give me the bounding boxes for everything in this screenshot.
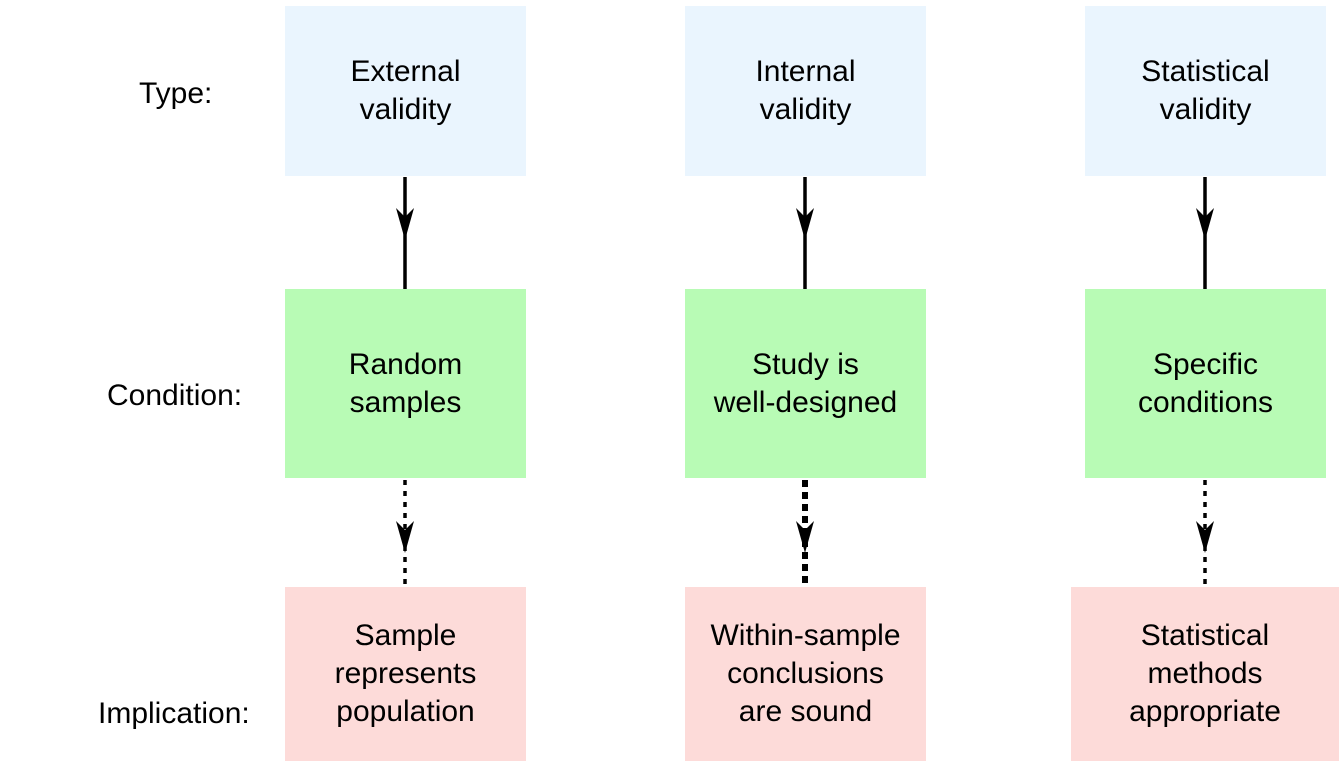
arrowhead-icon <box>396 521 414 553</box>
box-line: are sound <box>738 695 873 728</box>
box-line: conditions <box>1137 385 1274 419</box>
box-line: appropriate <box>1129 695 1281 728</box>
condition-box-specific-conditions: Specific conditions <box>1085 289 1326 478</box>
implication-box-statistical-methods-appropriate: Statistical methods appropriate <box>1071 587 1339 761</box>
arrowhead-icon <box>1196 208 1214 240</box>
row-label-type: Type: <box>139 77 213 110</box>
condition-box-study-well-designed: Study is well-designed <box>685 289 926 478</box>
box-line: population <box>336 695 475 728</box>
dotted-arrow-col1 <box>396 480 414 586</box>
box-line: represents <box>334 657 477 690</box>
box-line: validity <box>359 93 452 126</box>
box-line: methods <box>1147 657 1263 690</box>
row-label-condition: Condition: <box>107 379 243 412</box>
type-box-external-validity: External validity <box>285 6 526 176</box>
dotted-arrow-col3 <box>1196 480 1214 586</box>
box-line: Sample <box>354 619 457 652</box>
box-line: Within-sample <box>710 619 901 652</box>
box-line: Random <box>348 347 463 381</box>
implication-box-sample-represents-population: Sample represents population <box>285 587 526 761</box>
solid-arrow-col3 <box>1196 177 1214 289</box>
dotted-arrow-col2 <box>796 480 814 586</box>
box-line: conclusions <box>727 657 884 690</box>
box-line: validity <box>1159 93 1252 126</box>
arrowhead-icon <box>796 208 814 240</box>
solid-arrow-col1 <box>396 177 414 289</box>
row-label-implication: Implication: <box>98 697 250 730</box>
arrowhead-icon <box>1196 521 1214 553</box>
box-line: Specific <box>1152 347 1259 381</box>
box-line: validity <box>759 93 852 126</box>
type-box-statistical-validity: Statistical validity <box>1085 6 1326 176</box>
box-line: well-designed <box>713 385 898 419</box>
type-box-internal-validity: Internal validity <box>685 6 926 176</box>
box-line: samples <box>349 385 462 419</box>
implication-box-within-sample-conclusions: Within-sample conclusions are sound <box>685 587 926 761</box>
box-line: Study is <box>752 347 859 381</box>
box-line: External <box>350 55 461 88</box>
box-line: Internal <box>755 55 856 88</box>
arrowhead-icon <box>396 208 414 240</box>
solid-arrow-col2 <box>796 177 814 289</box>
box-line: Statistical <box>1140 619 1270 652</box>
arrowhead-icon <box>796 521 814 553</box>
box-line: Statistical <box>1141 55 1270 88</box>
condition-box-random-samples: Random samples <box>285 289 526 478</box>
